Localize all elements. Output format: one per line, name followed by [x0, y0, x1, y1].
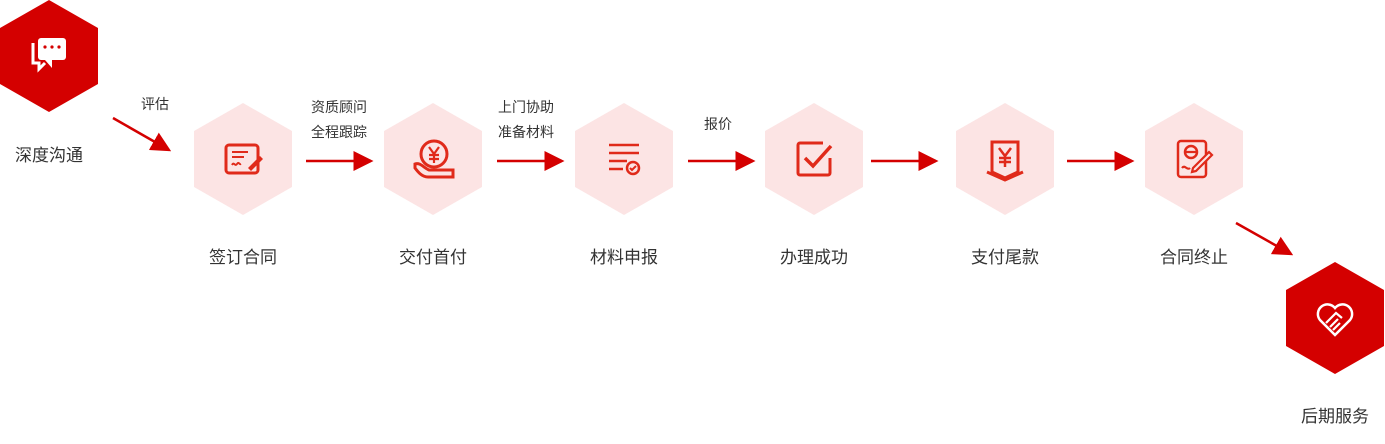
arrow-label-line: 全程跟踪	[311, 125, 367, 141]
yen-hand-icon	[413, 139, 455, 179]
chat-bubbles-icon	[31, 38, 66, 73]
step-label: 材料申报	[590, 248, 658, 268]
contract-pen-icon	[1176, 139, 1214, 179]
start-label: 深度沟通	[15, 146, 83, 166]
yen-bill-icon	[986, 140, 1024, 182]
step-label: 合同终止	[1160, 248, 1228, 268]
end-label: 后期服务	[1301, 407, 1369, 427]
arrow-label-evaluate: 评估	[141, 93, 169, 118]
step-hexagon-termination	[1145, 103, 1243, 215]
step-label: 支付尾款	[971, 248, 1039, 268]
step-hexagon-sign	[194, 103, 292, 215]
arrow-label-quote: 报价	[704, 113, 732, 138]
arrow-label-line: 报价	[704, 117, 732, 133]
step-label: 交付首付	[399, 248, 467, 268]
step-hexagon-downpayment	[384, 103, 482, 215]
arrow-label-line: 评估	[141, 97, 169, 113]
checkmark-box-icon	[796, 141, 833, 177]
step-label: 办理成功	[780, 248, 848, 268]
arrow-label-line: 准备材料	[498, 125, 554, 141]
checklist-icon	[609, 143, 641, 176]
arrow-label-line: 上门协助	[498, 100, 554, 116]
arrow-label-visit: 上门协助准备材料	[498, 96, 554, 146]
end-hexagon	[1286, 262, 1384, 374]
arrow-end	[1235, 221, 1294, 256]
arrow-label-consult: 资质顾问全程跟踪	[311, 96, 367, 146]
sign-document-icon	[224, 143, 263, 175]
step-label: 签订合同	[209, 248, 277, 268]
arrow-label-line: 资质顾问	[311, 100, 367, 116]
heart-handshake-icon	[1316, 303, 1354, 337]
arrow-start	[112, 116, 172, 152]
